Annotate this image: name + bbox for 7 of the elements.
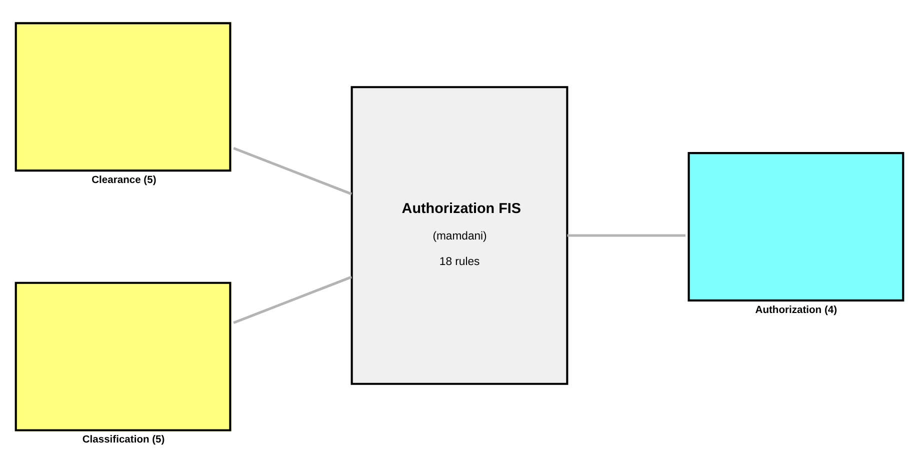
connector [233,275,352,324]
node-label: Clearance (5) [92,174,156,186]
node-label: Classification (5) [82,434,165,446]
node-label: Authorization (4) [755,304,838,316]
connector [567,234,686,236]
connector [233,146,352,195]
node-box: Authorization FIS (mamdani) 18 rules [350,86,568,384]
